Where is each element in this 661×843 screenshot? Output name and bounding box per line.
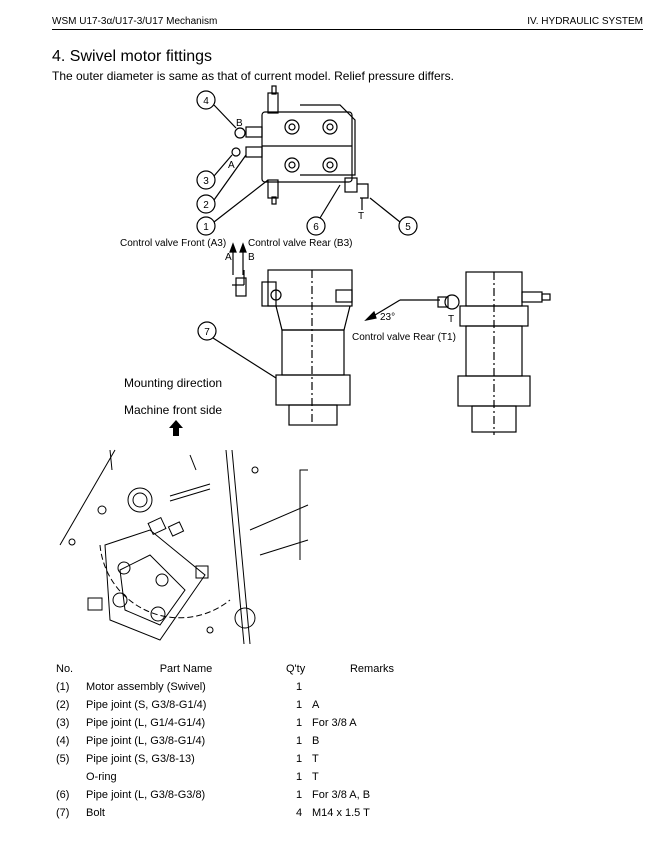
mounting-drawing [59,449,309,645]
section-title: 4. Swivel motor fittings [52,48,213,65]
cell-remarks: For 3/8 A, B [312,789,371,801]
page-header: WSM U17-3α/U17-3/U17 Mechanism IV. HYDRA… [52,14,643,30]
machine-front-label: Machine front side [124,403,223,417]
cell-no: (7) [56,807,70,819]
table-row: (3) Pipe joint (L, G1/4-G1/4) 1 For 3/8 A [56,714,432,732]
callout-5: 5 [405,222,411,233]
cell-remarks: B [312,735,320,747]
mounting-direction-label: Mounting direction [124,376,223,390]
cell-no: (5) [56,753,70,765]
cell-no: (1) [56,681,70,693]
cell-part-name: Bolt [86,807,105,819]
cell-qty: 1 [295,717,303,729]
cell-part-name: Pipe joint (S, G3/8-13) [86,753,195,765]
cell-qty: 1 [295,735,303,747]
ctrl-rear-t1-label: Control valve Rear (T1) [352,332,456,343]
cell-part-name: O-ring [86,771,117,783]
cell-qty: 1 [295,789,303,801]
header-doc-title: WSM U17-3α/U17-3/U17 Mechanism [52,16,218,27]
cell-part-name: Pipe joint (L, G1/4-G1/4) [86,717,206,729]
cell-no: (2) [56,699,70,711]
cell-remarks: A [312,699,320,711]
cell-remarks: For 3/8 A [312,717,357,729]
angle-label: 23° [380,312,396,323]
cell-no: (3) [56,717,70,729]
top-motor-drawing [231,85,369,210]
port-a-label-mid: A [225,252,232,263]
side-motor-drawing-right [369,271,551,435]
table-row: (7) Bolt 4 M14 x 1.5 T [56,804,432,822]
cell-part-name: Pipe joint (S, G3/8-G1/4) [86,699,207,711]
cell-part-name: Motor assembly (Swivel) [86,681,206,693]
table-header-row: No. Part Name Q'ty Remarks [56,660,432,678]
port-b-label-mid: B [248,252,255,263]
cell-remarks: T [312,753,319,765]
cell-remarks [312,678,432,696]
cell-qty: 1 [295,753,303,765]
cell-qty: 4 [295,807,303,819]
cell-qty: 1 [295,681,303,693]
header-section: IV. HYDRAULIC SYSTEM [527,16,643,27]
callout-3: 3 [203,176,209,187]
callout-7: 7 [204,327,210,338]
cell-remarks: M14 x 1.5 T [312,807,370,819]
ctrl-front-label: Control valve Front (A3) [120,238,227,249]
port-a-label-top: A [228,160,235,171]
cell-no: (4) [56,735,70,747]
port-t-label-top: T [358,211,365,222]
cell-no [56,768,86,786]
cell-no: (6) [56,789,70,801]
col-qty: Q'ty [286,663,306,675]
callout-1: 1 [203,222,209,233]
port-b-label-top: B [236,118,243,129]
table-row: (1) Motor assembly (Swivel) 1 [56,678,432,696]
cell-qty: 1 [295,771,303,783]
cell-part-name: Pipe joint (L, G3/8-G3/8) [86,789,206,801]
side-motor-drawing [232,250,353,426]
col-part-name: Part Name [159,663,213,675]
parts-table: No. Part Name Q'ty Remarks (1) Motor asse… [56,660,432,822]
cell-qty: 1 [295,699,303,711]
col-no: No. [56,663,74,675]
table-row: (6) Pipe joint (L, G3/8-G3/8) 1 For 3/8 A, … [56,786,432,804]
callout-4: 4 [203,96,209,107]
callout-6: 6 [313,222,319,233]
section-subtitle: The outer diameter is same as that of cu… [52,69,454,83]
header-rule [52,29,643,30]
port-t-label-mid: T [448,314,455,325]
col-remarks: Remarks [349,663,394,675]
front-arrow-icon [169,420,183,436]
cell-part-name: Pipe joint (L, G3/8-G1/4) [86,735,206,747]
cell-remarks: T [312,771,319,783]
callout-2: 2 [203,200,209,211]
ctrl-rear-b3-label: Control valve Rear (B3) [248,238,353,249]
